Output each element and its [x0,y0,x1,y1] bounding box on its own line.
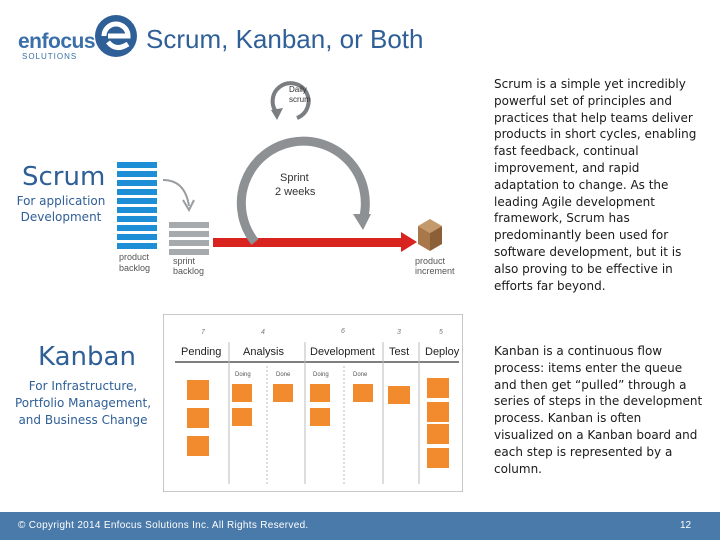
logo-wordmark: enfocus [18,30,96,53]
daily-scrum-arrowhead [271,108,283,120]
scrum-description: Scrum is a simple yet incredibly powerfu… [494,77,697,293]
product-increment-box-icon [418,219,442,251]
scrum-heading: Scrum [22,162,106,192]
sprint-cycle-ring [236,136,370,245]
sprint-backlog-label-2: backlog [173,266,204,276]
column-development: Development [310,346,375,358]
subcol-analysis-done: Done [276,372,291,378]
daily-scrum-label-1: Daily [289,85,307,94]
copyright-text: © Copyright 2014 Enfocus Solutions Inc. … [18,520,309,531]
product-backlog-label-1: product [119,252,150,262]
wip-limit-test: 3 [397,329,401,336]
product-backlog-label-2: backlog [119,263,150,273]
flow-arrow-head [401,232,417,252]
kanban-heading: Kanban [38,342,136,372]
sticky-notes [187,378,449,468]
subcol-development-done: Done [353,372,368,378]
sprint-label-2: 2 weeks [275,186,316,198]
logo-subtitle: SOLUTIONS [22,52,78,61]
selection-arrowhead [182,199,195,213]
wip-limit-development: 6 [341,328,345,335]
wip-limit-deploy: 5 [439,329,443,336]
subcol-development-doing: Doing [313,372,329,378]
product-increment-label-1: product [415,256,446,266]
logo-e-icon [95,15,137,57]
kanban-subheading: For Infrastructure, Portfolio Management… [14,379,152,427]
sprint-backlog-label-1: sprint [173,256,196,266]
sprint-cycle-arrowhead [353,214,371,230]
column-analysis: Analysis [243,346,284,358]
subcol-analysis-doing: Doing [235,372,251,378]
daily-scrum-ring [270,81,311,120]
scrum-subheading: For application Development [16,194,106,224]
wip-limit-pending: 7 [201,329,206,336]
page-title: Scrum, Kanban, or Both [146,24,424,54]
page-number: 12 [680,520,692,531]
product-increment-label-2: increment [415,266,455,276]
daily-scrum-label-2: scrum [289,95,311,104]
column-test: Test [389,346,409,358]
sprint-label-1: Sprint [280,172,309,184]
kanban-description: Kanban is a continuous flow process: ite… [494,344,703,476]
board-frame [163,314,463,492]
enfocus-logo: enfocus SOLUTIONS [14,10,137,70]
kanban-board-image: 7 4 6 3 5 Pending Analysis Development T… [163,314,463,492]
wip-limit-analysis: 4 [261,329,265,336]
sprint-backlog-stack [169,222,209,255]
footer-bar [0,512,720,540]
scrum-process-diagram: product backlog sprint backlog Sprint 2 … [117,81,455,276]
product-backlog-stack [117,162,157,249]
flow-arrow-body [213,238,403,247]
column-deploy: Deploy [425,346,460,358]
column-pending: Pending [181,346,221,358]
selection-arrow [162,179,190,207]
column-dividers [228,342,420,484]
